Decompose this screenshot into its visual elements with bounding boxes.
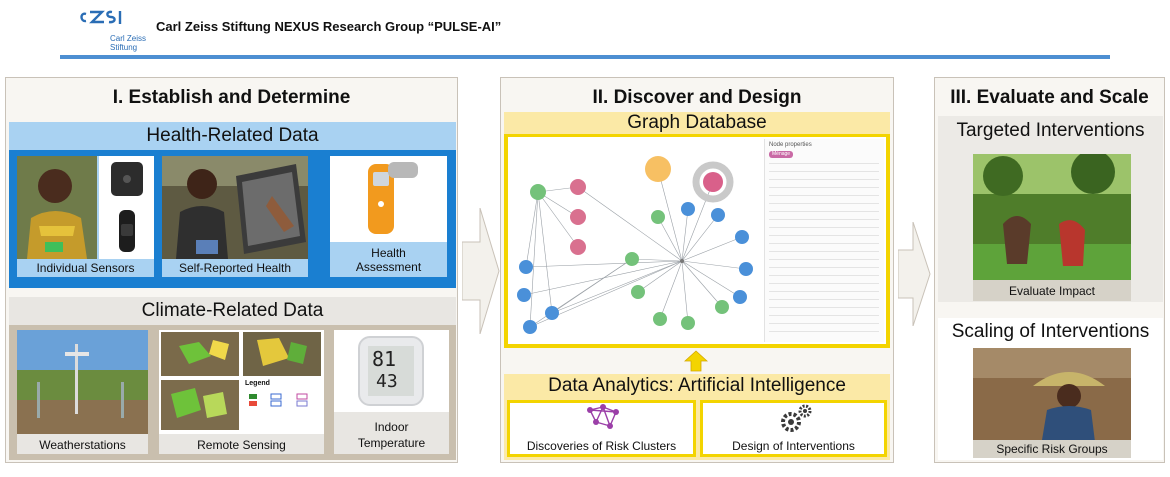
scaling-interventions-banner: Scaling of Interventions xyxy=(951,321,1150,342)
caption-individual-sensors: Individual Sensors xyxy=(36,261,135,275)
column2-title: II. Discover and Design xyxy=(592,87,802,108)
hygrometer-device: 81 43 xyxy=(358,336,424,406)
node-properties-tag: Ménage xyxy=(769,151,794,158)
flow-arrow-2 xyxy=(898,222,931,326)
flow-arrow-1 xyxy=(462,208,500,334)
farmer-hat-photo: Specific Risk Groups xyxy=(973,348,1131,458)
czs-logo-mark-icon xyxy=(80,10,122,24)
graph-database-banner: Graph Database xyxy=(504,112,890,134)
farmers-field-photo: Evaluate Impact xyxy=(973,154,1131,301)
column-discover-design: II. Discover and Design Graph Database xyxy=(500,77,894,463)
caption-remote-sensing: Remote Sensing xyxy=(197,438,286,452)
sensor-wearer-photo xyxy=(17,156,97,259)
caption-design-interventions: Design of Interventions xyxy=(732,439,855,453)
output-design-interventions: Design of Interventions xyxy=(700,400,887,457)
caption-indoor-temperature-line1: Indoor xyxy=(374,420,409,434)
node-properties-title: Node properties xyxy=(769,142,812,148)
logo-name-line2: Stiftung xyxy=(110,43,138,52)
targeted-interventions-banner: Targeted Interventions xyxy=(956,120,1145,141)
scaling-interventions-block: Scaling of Interventions Specific Risk G… xyxy=(938,318,1163,460)
spirometer-photo xyxy=(330,156,447,242)
caption-risk-clusters: Discoveries of Risk Clusters xyxy=(526,439,677,453)
health-card-self-reported: Self-Reported Health xyxy=(162,156,308,277)
caption-indoor-temperature-line2: Temperature xyxy=(357,436,426,450)
carl-zeiss-stiftung-logo: Carl Zeiss Stiftung xyxy=(78,8,158,52)
sensor-devices-photo xyxy=(99,156,154,259)
column-establish-determine: I. Establish and Determine Health-Relate… xyxy=(5,77,458,463)
remote-sensing-maps: Legend xyxy=(159,330,324,434)
hygrometer-humidity: 43 xyxy=(376,371,398,392)
column-evaluate-scale: III. Evaluate and Scale Targeted Interve… xyxy=(934,77,1165,463)
network-icon xyxy=(587,404,619,429)
climate-card-indoor-temperature: 81 43 Indoor Temperature xyxy=(334,330,449,454)
graph-database-block: Graph Database xyxy=(504,112,890,348)
logo-name-line1: Carl Zeiss xyxy=(110,34,147,43)
weatherstation-photo xyxy=(17,330,148,434)
header-rule xyxy=(60,55,1110,59)
analytics-banner: Data Analytics: Artificial Intelligence xyxy=(548,375,846,396)
up-arrow xyxy=(683,350,709,372)
hygrometer-photo: 81 43 xyxy=(334,330,449,412)
health-banner: Health-Related Data xyxy=(9,122,456,150)
node-properties-rows xyxy=(769,163,879,333)
header-title: Carl Zeiss Stiftung NEXUS Research Group… xyxy=(156,19,502,34)
climate-banner: Climate-Related Data xyxy=(9,297,456,325)
caption-evaluate-impact: Evaluate Impact xyxy=(1008,284,1096,298)
caption-self-reported-health: Self-Reported Health xyxy=(178,261,292,275)
column1-title: I. Establish and Determine xyxy=(112,87,351,108)
output-risk-clusters: Discoveries of Risk Clusters xyxy=(507,400,696,457)
analytics-block: Data Analytics: Artificial Intelligence … xyxy=(504,374,890,460)
graph-network-view xyxy=(517,156,753,334)
hygrometer-screen: 81 43 xyxy=(368,346,414,396)
caption-health-assessment-line2: Assessment xyxy=(355,260,422,274)
health-block: Health-Related Data xyxy=(9,122,456,288)
targeted-interventions-block: Targeted Interventions Evaluate Impact xyxy=(938,116,1163,302)
gears-icon xyxy=(781,404,812,432)
self-reported-health-photo xyxy=(162,156,308,259)
climate-card-remote-sensing: Legend Remote Sensing xyxy=(159,330,324,454)
climate-card-weatherstations: Weatherstations xyxy=(17,330,148,454)
hygrometer-temperature: 81 xyxy=(372,347,397,371)
graph-visualization: Node properties Ménage xyxy=(508,137,886,344)
climate-block: Climate-Related Data Weatherstations xyxy=(9,297,456,460)
health-card-individual-sensors: Individual Sensors xyxy=(17,156,154,277)
caption-health-assessment-line1: Health xyxy=(371,246,406,260)
caption-weatherstations: Weatherstations xyxy=(39,438,126,452)
column3-title: III. Evaluate and Scale xyxy=(950,87,1149,108)
node-properties-panel: Node properties Ménage xyxy=(764,139,884,342)
health-card-assessment: Health Assessment xyxy=(330,156,447,277)
map-legend-title: Legend xyxy=(245,380,270,387)
caption-specific-risk-groups: Specific Risk Groups xyxy=(996,442,1108,456)
